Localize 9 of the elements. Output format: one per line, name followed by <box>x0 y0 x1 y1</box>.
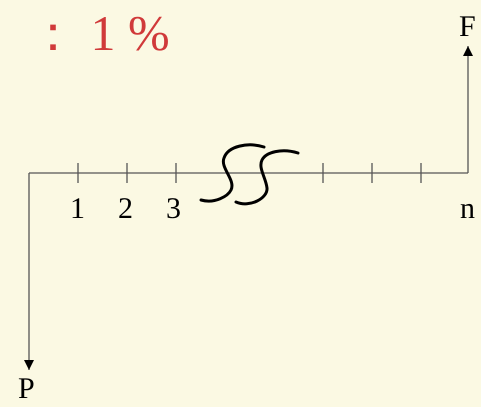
cash-flow-arrow <box>24 173 34 370</box>
period-number: 3 <box>166 194 181 224</box>
interest-rate: ： 1 % <box>28 8 170 58</box>
cash-flow-arrow <box>463 46 473 173</box>
cash-flow-label: F <box>459 12 476 42</box>
period-number: n <box>460 194 475 224</box>
cash-flow-label: P <box>18 374 35 404</box>
period-number: 1 <box>70 194 85 224</box>
period-number: 2 <box>118 194 133 224</box>
